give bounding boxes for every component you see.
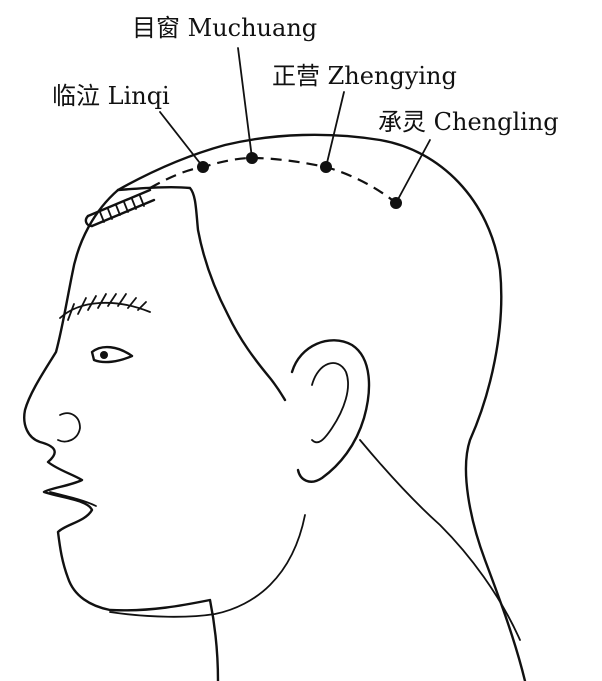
eye (92, 347, 132, 362)
label-muchuang: 目窗 Muchuang (132, 14, 317, 42)
hairline (118, 187, 285, 400)
nostril (58, 413, 80, 441)
ear-outer (292, 340, 369, 481)
label-zhengying: 正营 Zhengying (272, 62, 457, 90)
meridian-dashed-line (150, 158, 396, 203)
acupoint-linqi (197, 161, 209, 173)
eyebrow (60, 294, 150, 320)
leader-zhengying (326, 92, 344, 167)
acupoint-chengling (390, 197, 402, 209)
pupil (100, 351, 108, 359)
ear-inner (312, 363, 348, 442)
acupuncture-needle (86, 190, 154, 226)
acupoint-zhengying (320, 161, 332, 173)
skull-outline (118, 135, 525, 681)
label-linqi: 临泣 Linqi (52, 82, 170, 110)
label-chengling: 承灵 Chengling (378, 108, 559, 136)
neck-back (360, 440, 520, 640)
acupoint-muchuang (246, 152, 258, 164)
face-profile (24, 190, 218, 681)
